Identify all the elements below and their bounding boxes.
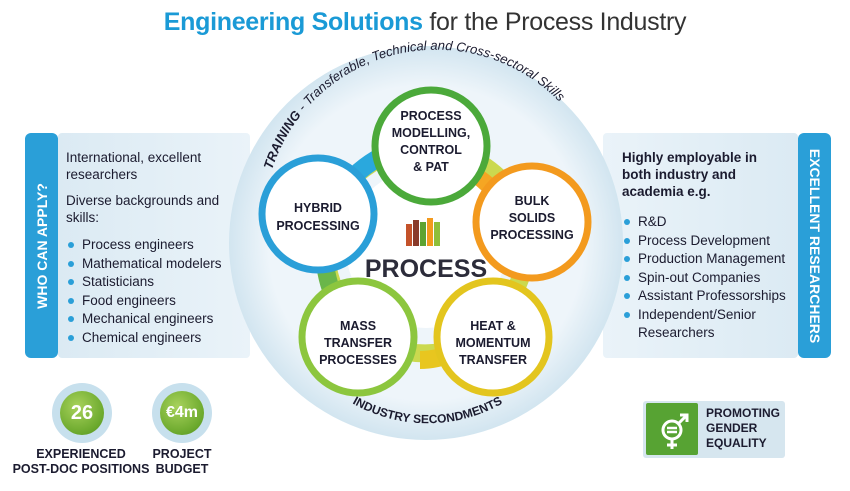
list-item: R&D [622,213,800,232]
who-can-apply-tab: WHO CAN APPLY? [25,133,58,358]
petal-left [258,154,378,274]
petal-right [472,162,592,282]
petal-bottom-left [298,277,418,397]
left-heading-2: Diverse backgrounds and skills: [66,193,220,225]
process-logo-icon [406,218,440,246]
gender-equality-icon [646,403,698,455]
budget-value: €4m [160,391,204,435]
petal-top-line: CONTROL [400,143,462,157]
badge-label-line: EXPERIENCED [36,447,126,461]
list-item: Process Development [622,232,800,251]
petal-top-line: PROCESS [400,109,461,123]
petal-left-line: HYBRID [294,201,342,215]
gender-label-line: GENDER [706,421,758,435]
postdoc-badge: 26 [52,383,112,443]
petal-bottom-right-line: HEAT & [470,319,516,333]
list-item: Production Management [622,250,800,269]
petal-top-line: & PAT [413,160,449,174]
excellent-researchers-tab: EXCELLENT RESEARCHERS [798,133,831,358]
gender-label-line: PROMOTING [706,406,780,420]
page-title: Engineering Solutions for the Process In… [0,8,850,37]
petal-top-line: MODELLING, [392,126,470,140]
left-panel [58,133,250,358]
right-heading: Highly employable in both industry and a… [622,150,758,199]
petal-bottom-left-line: TRANSFER [324,336,392,350]
postdoc-count: 26 [60,391,104,435]
list-item: Food engineers [66,292,251,311]
petal-top [371,86,491,206]
left-heading-1: International, excellent researchers [66,150,202,182]
list-item: Independent/Senior Researchers [622,306,800,343]
title-highlight: Engineering Solutions [163,8,423,36]
right-panel [603,133,798,358]
petal-right-line: BULK [515,194,550,208]
left-list: Process engineers Mathematical modelers … [66,236,251,347]
postdoc-label: EXPERIENCED POST-DOC POSITIONS [6,447,156,477]
list-item: Statisticians [66,273,251,292]
petal-bottom-right-line: MOMENTUM [456,336,531,350]
budget-badge: €4m [152,383,212,443]
petal-right-line: PROCESSING [490,228,573,242]
petal-bottom-left-line: PROCESSES [319,353,397,367]
right-list: R&D Process Development Production Manag… [622,213,800,343]
badge-label-line: PROJECT [152,447,212,461]
petal-bottom-right [433,277,553,397]
budget-label: PROJECT BUDGET [132,447,232,477]
gender-equality-label: PROMOTING GENDER EQUALITY [706,406,784,451]
badge-label-line: POST-DOC POSITIONS [12,462,150,476]
list-item: Mechanical engineers [66,310,251,329]
badge-label-line: BUDGET [155,462,209,476]
list-item: Assistant Professorships [622,287,800,306]
list-item: Mathematical modelers [66,255,251,274]
center-logo-text: PROCESS [365,255,487,283]
list-item: Spin-out Companies [622,269,800,288]
petal-bottom-right-line: TRANSFER [459,353,527,367]
petal-right-line: SOLIDS [509,211,556,225]
title-rest: for the Process Industry [429,8,687,36]
petal-left-line: PROCESSING [276,219,359,233]
list-item: Process engineers [66,236,251,255]
petal-bottom-left-line: MASS [340,319,376,333]
list-item: Chemical engineers [66,329,251,348]
gender-label-line: EQUALITY [706,436,767,450]
